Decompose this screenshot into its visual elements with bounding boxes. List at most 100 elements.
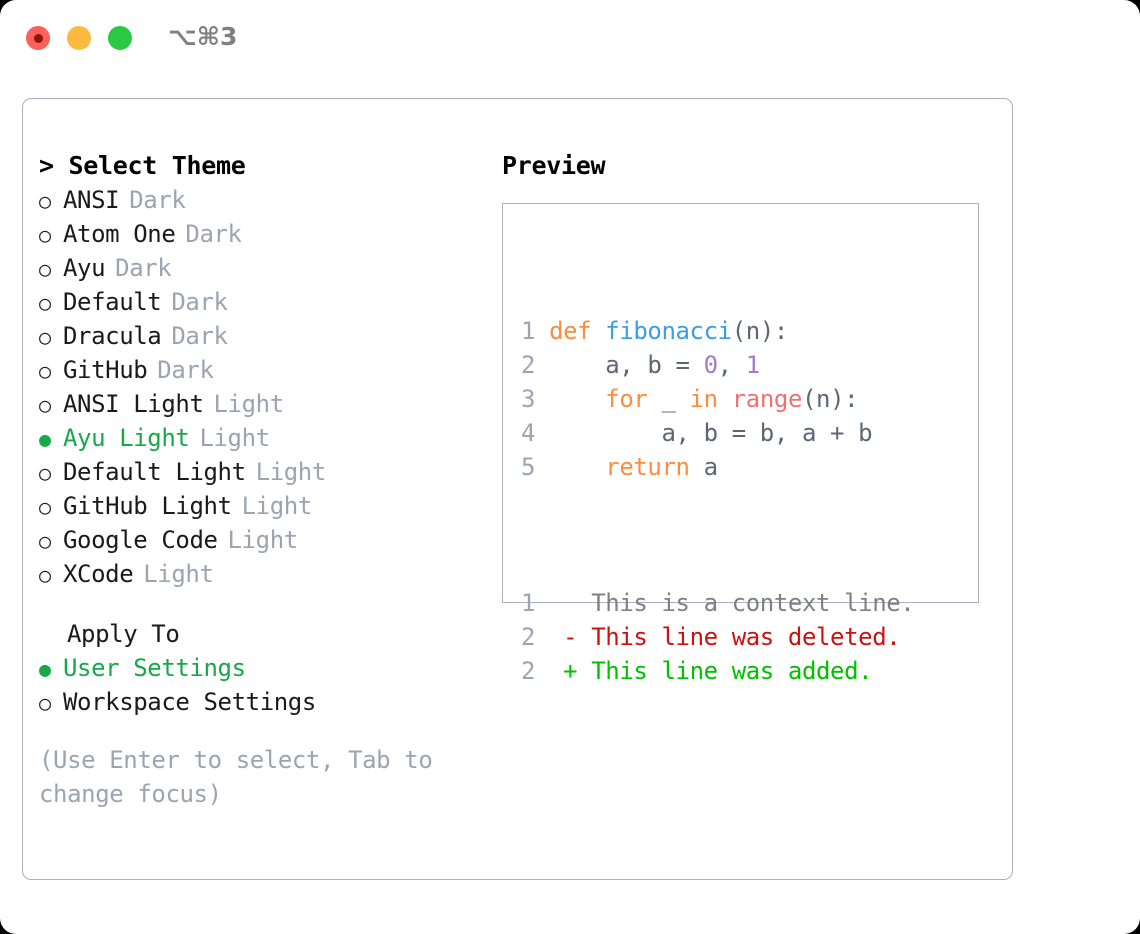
radio-unselected-icon: ○: [39, 359, 51, 383]
theme-category-tag: Dark: [157, 356, 214, 384]
line-number: 2: [520, 623, 535, 651]
theme-category-tag: Light: [143, 560, 214, 588]
theme-name: ANSI Light: [63, 390, 204, 418]
diff-lines: 1 This is a context line. 2 - This line w…: [517, 586, 915, 688]
theme-list-item[interactable]: ● Ayu Light Light: [39, 421, 489, 455]
section-spacer: [39, 591, 489, 617]
code-token: ,: [717, 351, 746, 379]
theme-name: Atom One: [63, 220, 176, 248]
title-bar: ⌥⌘3: [0, 0, 1140, 76]
theme-name: Default: [63, 288, 162, 316]
theme-name: Google Code: [63, 526, 218, 554]
code-token: a: [689, 453, 718, 481]
radio-selected-icon: ●: [39, 427, 51, 451]
theme-category-tag: Light: [213, 390, 285, 418]
preview-column: Preview 1 def fibonacci(n):2 a, b = 0, 1…: [502, 149, 1002, 685]
radio-unselected-icon: ○: [39, 393, 51, 417]
radio-unselected-icon: ○: [39, 495, 51, 519]
theme-category-tag: Dark: [115, 254, 172, 282]
code-token: [549, 385, 605, 413]
code-token: a, b = b, a + b: [549, 419, 873, 447]
theme-category-tag: Dark: [185, 220, 242, 248]
radio-unselected-icon: ○: [39, 529, 51, 553]
line-number: 3: [520, 385, 535, 413]
code-token: (n):: [802, 385, 859, 413]
line-number: 1: [520, 317, 535, 345]
theme-name: XCode: [63, 560, 134, 588]
line-number: 5: [520, 453, 535, 481]
theme-name: Ayu: [63, 254, 106, 282]
radio-selected-icon: ●: [39, 657, 51, 681]
apply-to-label: User Settings: [63, 654, 246, 682]
diff-line: 2 + This line was added.: [517, 654, 914, 688]
line-number: 4: [520, 419, 535, 447]
code-token: (n):: [731, 317, 789, 345]
theme-category-tag: Dark: [171, 288, 228, 316]
radio-unselected-icon: ○: [39, 257, 51, 281]
radio-unselected-icon: ○: [39, 691, 51, 715]
close-dot-icon: [33, 33, 43, 43]
code-line: 3 for _ in range(n):: [517, 382, 914, 416]
radio-unselected-icon: ○: [39, 189, 51, 213]
radio-unselected-icon: ○: [39, 325, 51, 349]
line-number: 1: [520, 589, 535, 617]
theme-name: Default Light: [63, 458, 246, 486]
code-token: def: [549, 317, 606, 345]
radio-unselected-icon: ○: [39, 563, 51, 587]
theme-list-item[interactable]: ○ Google Code Light: [39, 523, 489, 557]
theme-category-tag: Light: [241, 492, 313, 520]
diff-text: This line was deleted.: [591, 623, 901, 651]
theme-list-item[interactable]: ○ Atom One Dark: [39, 217, 489, 251]
diff-line: 1 This is a context line.: [517, 586, 915, 620]
theme-name: Ayu Light: [63, 424, 190, 452]
apply-to-heading: Apply To: [67, 620, 180, 648]
code-token: fibonacci: [605, 317, 732, 345]
theme-name: ANSI: [63, 186, 120, 214]
theme-list-item[interactable]: ○ XCode Light: [39, 557, 489, 591]
keyboard-shortcut-label: ⌥⌘3: [168, 22, 238, 51]
line-number: 2: [520, 657, 535, 685]
theme-category-tag: Dark: [171, 322, 228, 350]
theme-list-item[interactable]: ○ Default Dark: [39, 285, 489, 319]
page-title: > Select Theme: [39, 151, 246, 180]
radio-unselected-icon: ○: [39, 223, 51, 247]
diff-sign: [563, 589, 591, 617]
code-line: 2 a, b = 0, 1: [517, 348, 914, 382]
code-line: 5 return a: [517, 450, 914, 484]
theme-list-item[interactable]: ○ ANSI Dark: [39, 183, 489, 217]
diff-text: This line was added.: [591, 657, 873, 685]
code-token: range: [731, 385, 803, 413]
minimize-button-icon[interactable]: [67, 26, 91, 50]
apply-to-item[interactable]: ● User Settings: [39, 651, 489, 685]
code-token: a, b =: [549, 351, 704, 379]
radio-unselected-icon: ○: [39, 291, 51, 315]
theme-category-tag: Light: [227, 526, 299, 554]
apply-to-item[interactable]: ○Workspace Settings: [39, 685, 489, 719]
theme-list-item[interactable]: ○ Ayu Dark: [39, 251, 489, 285]
theme-list-item[interactable]: ○ ANSI Light Light: [39, 387, 489, 421]
close-button-icon[interactable]: [26, 26, 50, 50]
code-token: _: [647, 385, 690, 413]
diff-sign: -: [563, 623, 592, 651]
code-token: for: [605, 385, 648, 413]
line-number: 2: [520, 351, 535, 379]
code-token: [718, 385, 732, 413]
code-line: 4 a, b = b, a + b: [517, 416, 914, 450]
code-token: in: [689, 385, 719, 413]
traffic-light-group: [26, 26, 132, 50]
theme-category-tag: Dark: [129, 186, 186, 214]
code-token: [549, 453, 605, 481]
maximize-button-icon[interactable]: [108, 26, 132, 50]
theme-category-tag: Light: [199, 424, 270, 452]
keyboard-hint-text: (Use Enter to select, Tab to change focu…: [39, 746, 433, 808]
